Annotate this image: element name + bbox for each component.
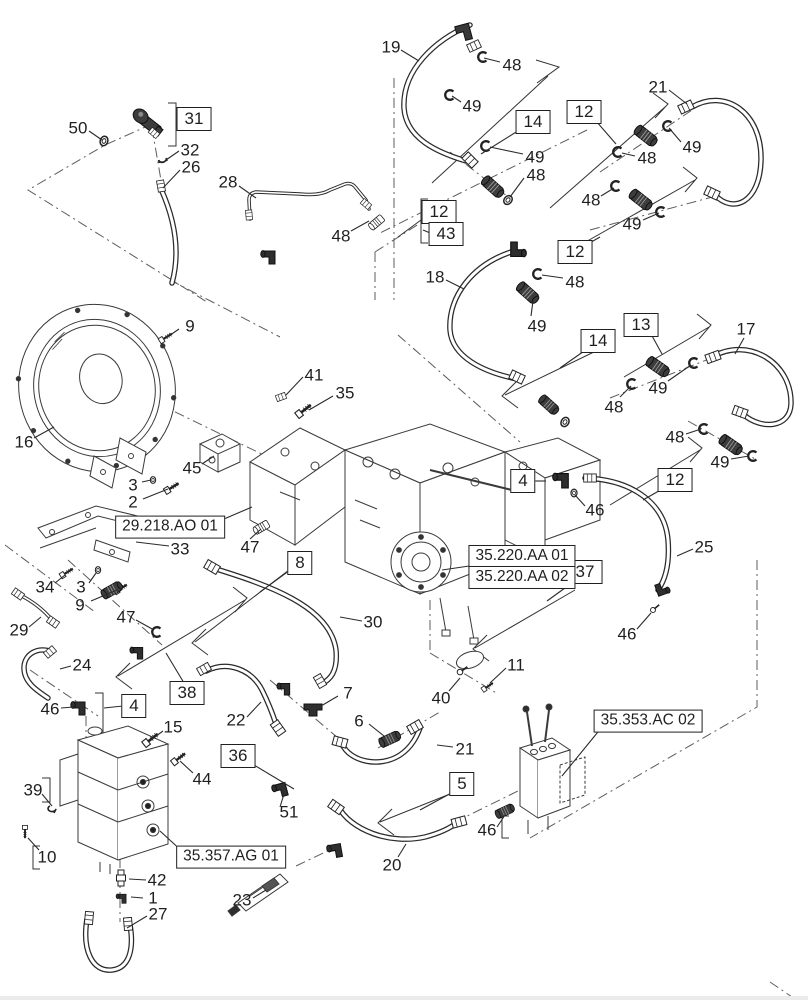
callout-46-41-leader <box>574 494 586 507</box>
callout-22-46-leader <box>246 701 262 718</box>
callout-39-52-leader <box>41 793 53 807</box>
callout-12-62-leader <box>595 120 617 145</box>
callout-46-42-leader <box>636 612 652 630</box>
callout-47-36-leader <box>135 619 155 631</box>
callout-46-38-leader <box>60 706 75 709</box>
callout-46-50-leader <box>496 814 506 828</box>
valve-45 <box>198 433 242 473</box>
callout-9-34-leader <box>90 589 118 602</box>
callout-13-67-leader <box>650 333 663 355</box>
callout-49-20-leader <box>667 364 692 382</box>
callout-48-12-leader <box>621 152 636 157</box>
callout-24-37-leader <box>59 665 72 670</box>
callout-49-7-leader <box>451 95 462 103</box>
callout-34-32-leader <box>54 574 66 584</box>
hoses <box>18 22 794 973</box>
callout-17-18-leader <box>734 337 745 355</box>
callout-4-73-leader <box>103 705 124 709</box>
fitting-31 <box>132 108 164 137</box>
callout-28-3-leader <box>238 185 257 199</box>
hydrostatic-pump <box>249 423 602 670</box>
leader-lines <box>27 49 750 929</box>
callout-44-58-leader <box>179 760 194 774</box>
callout-27-56-leader <box>126 915 148 929</box>
ref-box-2-leader <box>561 726 603 777</box>
valve-assembly-35353 <box>518 703 586 834</box>
bracket-33 <box>37 505 147 563</box>
callout-48-9-leader <box>509 177 525 198</box>
callout-20-51-leader <box>397 843 407 858</box>
callout-47-31-leader <box>249 528 262 540</box>
callout-48-19-leader <box>619 385 632 398</box>
callout-21-10-leader <box>668 89 688 105</box>
spray-wand-23 <box>227 873 289 917</box>
callout-48-16-leader <box>541 274 564 279</box>
callout-8-71-leader <box>259 569 291 593</box>
bottom-edge <box>0 996 808 1000</box>
callout-31-60-leader <box>176 118 184 122</box>
callout-49-14-leader <box>642 212 660 221</box>
callout-5-75-leader <box>419 790 456 811</box>
callout-29-35-leader <box>28 616 42 628</box>
callout-11-43-leader <box>489 667 507 684</box>
callout-10-53-leader <box>27 837 40 851</box>
callout-41-25-leader <box>285 376 304 396</box>
callout-40-44-leader <box>448 677 461 692</box>
callout-49-8-leader <box>489 146 524 155</box>
callout-49-17-leader <box>530 300 534 317</box>
callout-49-11-leader <box>668 127 682 143</box>
callout-18-15-leader <box>445 279 465 290</box>
callout-48-13-leader <box>600 187 615 197</box>
callout-36-74-leader <box>248 761 295 790</box>
callout-9-23-leader <box>165 328 180 339</box>
ref-box-0-leader <box>216 506 253 523</box>
callout-3-28-leader <box>141 479 152 483</box>
callout-2-29-leader <box>142 488 169 500</box>
callout-19-5-leader <box>400 49 420 62</box>
callout-3-33-leader <box>88 572 97 584</box>
callout-16-24-leader <box>33 426 55 439</box>
callout-51-59-leader <box>279 793 285 808</box>
fittings <box>10 22 758 932</box>
callout-30-45-leader <box>339 616 363 622</box>
callout-7-47-leader <box>320 695 339 707</box>
callout-48-4-leader <box>350 220 370 232</box>
callout-45-27-leader <box>201 455 215 465</box>
callout-48-21-leader <box>685 428 702 435</box>
callout-12-68-leader <box>642 487 665 501</box>
callout-38-72-leader <box>165 652 185 684</box>
callout-33-30-leader <box>135 541 170 547</box>
callout-49-22-leader <box>730 455 750 460</box>
callout-50-0-leader <box>88 130 103 141</box>
callout-14-61-leader <box>480 128 522 155</box>
valve-assembly-35357 <box>59 725 170 874</box>
callout-43-64-leader <box>422 229 436 236</box>
callout-42-54-leader <box>128 878 147 881</box>
callout-12-63-leader <box>421 214 429 218</box>
callout-26-2-leader <box>162 169 181 189</box>
callout-1-55-leader <box>130 896 144 899</box>
callout-25-40-leader <box>676 548 694 557</box>
mounting-plate-16 <box>15 303 177 489</box>
callout-48-6-leader <box>483 57 501 63</box>
callout-6-48-leader <box>368 723 385 737</box>
callout-15-39-leader <box>151 730 164 740</box>
callout-14-66-leader <box>559 348 588 369</box>
callout-23-57-leader <box>252 889 267 899</box>
callout-21-49-leader <box>436 744 454 748</box>
callout-32-1-leader <box>165 150 180 161</box>
callout-35-26-leader <box>308 395 334 411</box>
